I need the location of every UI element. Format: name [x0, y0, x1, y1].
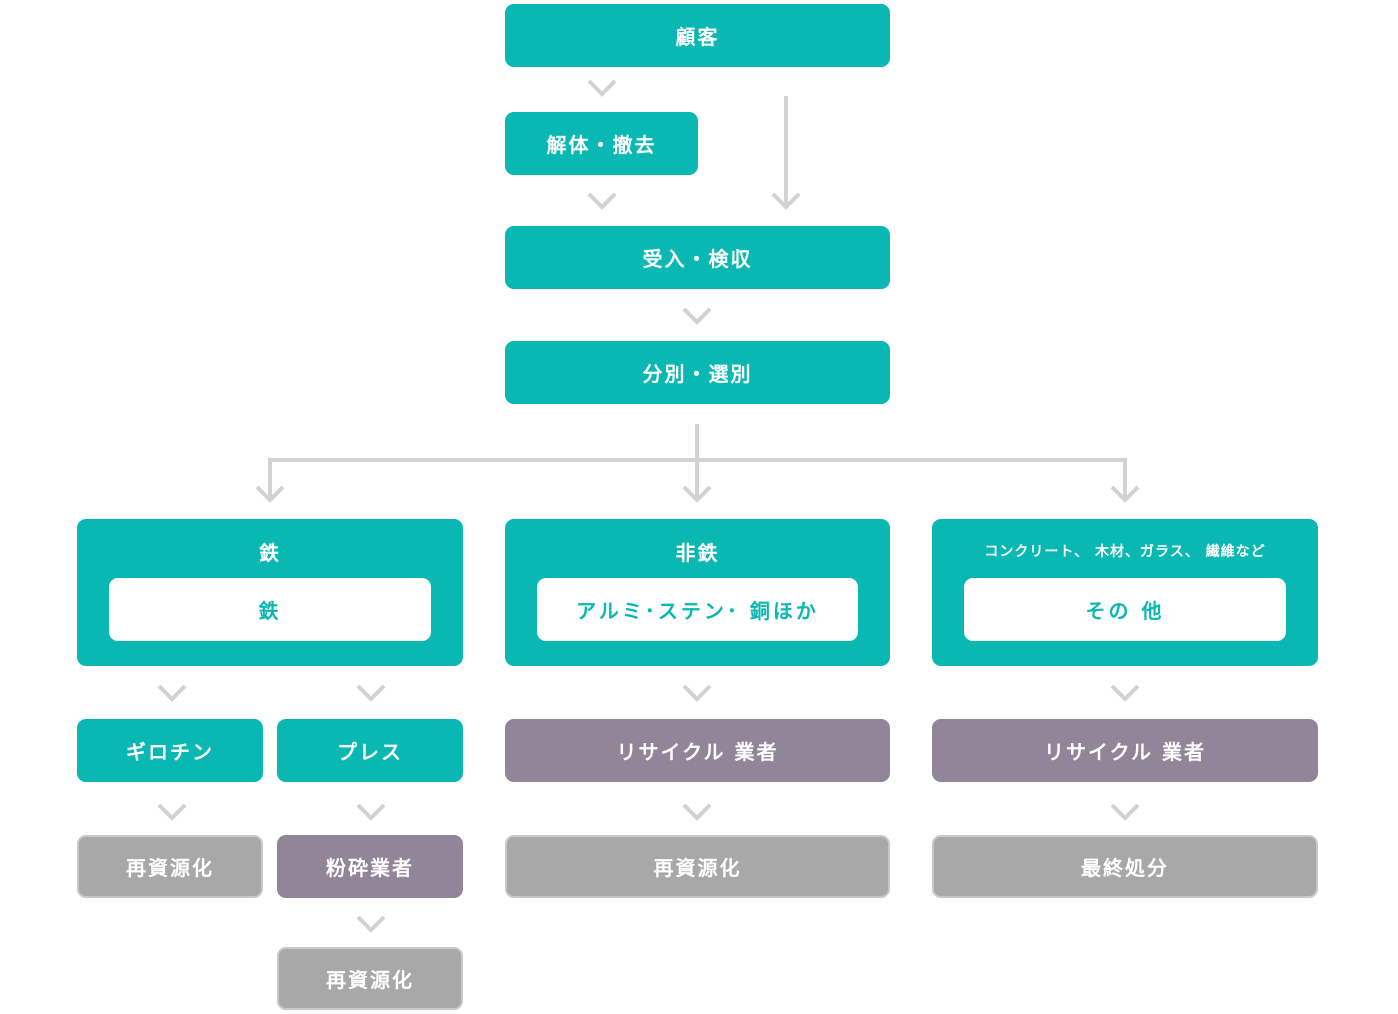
node-recycle-guillotine: 再資源化 — [77, 835, 263, 898]
node-recycle-press: 再資源化 — [277, 947, 463, 1010]
arrow-head-icon — [682, 485, 712, 503]
chevron-down-icon — [356, 684, 386, 702]
chevron-down-icon — [356, 803, 386, 821]
arrow-head-icon — [255, 485, 285, 503]
group-nonferrous: 非鉄 アルミ･ステン･ 銅ほか — [505, 519, 890, 666]
node-acceptance: 受入・検収 — [505, 226, 890, 289]
chevron-down-icon — [682, 803, 712, 821]
node-crusher: 粉砕業者 — [277, 835, 463, 898]
chevron-down-icon — [157, 803, 187, 821]
group-nonferrous-inner: アルミ･ステン･ 銅ほか — [537, 578, 858, 641]
chevron-down-icon — [356, 915, 386, 933]
group-other-inner: その 他 — [964, 578, 1286, 641]
group-iron: 鉄 鉄 — [77, 519, 463, 666]
chevron-down-icon — [1110, 803, 1140, 821]
group-iron-title: 鉄 — [259, 541, 281, 565]
chevron-down-icon — [587, 79, 617, 97]
node-recycler-other: リサイクル 業者 — [932, 719, 1318, 782]
group-nonferrous-title: 非鉄 — [675, 541, 720, 565]
node-press: プレス — [277, 719, 463, 782]
node-customer: 顧客 — [505, 4, 890, 67]
chevron-down-icon — [682, 684, 712, 702]
node-sorting: 分別・選別 — [505, 341, 890, 404]
chevron-down-icon — [1110, 684, 1140, 702]
group-other: コンクリート、 木材、ガラス、 繊維など その 他 — [932, 519, 1318, 666]
node-demolition: 解体・撤去 — [505, 112, 698, 175]
chevron-down-icon — [682, 307, 712, 325]
arrow-head-icon — [771, 192, 801, 210]
chevron-down-icon — [587, 192, 617, 210]
node-guillotine: ギロチン — [77, 719, 263, 782]
branch-bar — [268, 458, 1127, 500]
node-recycle-nonferrous: 再資源化 — [505, 835, 890, 898]
node-final-disposal: 最終処分 — [932, 835, 1318, 898]
chevron-down-icon — [157, 684, 187, 702]
group-other-title: コンクリート、 木材、ガラス、 繊維など — [984, 544, 1266, 560]
group-iron-inner: 鉄 — [109, 578, 431, 641]
arrow-head-icon — [1110, 485, 1140, 503]
node-recycler-nonferrous: リサイクル 業者 — [505, 719, 890, 782]
